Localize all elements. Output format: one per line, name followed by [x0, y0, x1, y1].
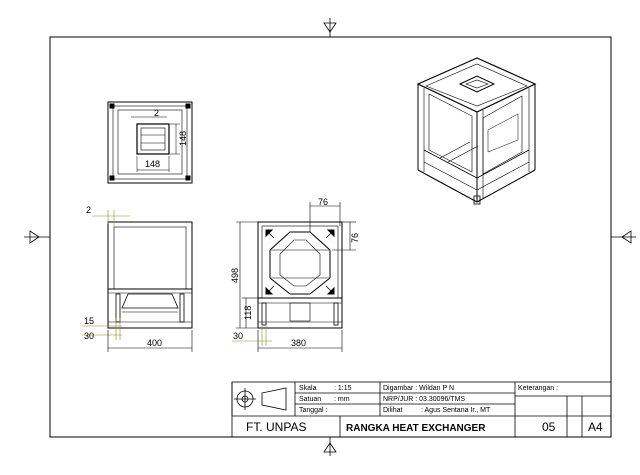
side-view-dim-15: 15 — [84, 316, 94, 326]
tb-paper: A4 — [588, 420, 603, 434]
side-view-dim-30: 30 — [84, 331, 94, 341]
tb-skala-value: : 1:15 — [334, 385, 352, 392]
center-mark-bottom — [323, 437, 337, 456]
front-view-dim-76-side: 76 — [350, 233, 360, 243]
side-view-width-dim — [107, 330, 193, 352]
front-view-dim-width: 380 — [291, 338, 306, 348]
front-view-dim-30: 30 — [233, 331, 243, 341]
front-view-olive-dims — [232, 326, 272, 346]
front-view-dim-height: 498 — [230, 268, 240, 283]
tb-number: 05 — [542, 420, 556, 434]
tb-skala-label: Skala — [299, 385, 317, 392]
tb-tanggal-label: Tanggal : — [299, 407, 327, 414]
side-view-dimensions — [82, 210, 130, 340]
top-view — [107, 101, 193, 184]
front-view-dim-76-top: 76 — [318, 197, 328, 207]
tb-satuan-value: : mm — [334, 396, 350, 403]
side-view — [107, 221, 193, 329]
center-mark-right — [611, 230, 636, 244]
side-view-dim-thickness: 2 — [86, 205, 91, 215]
tb-satuan-label: Satuan — [299, 396, 321, 403]
tb-dilihat-label: Dilihat — [383, 407, 403, 414]
top-view-dim-height: 148 — [178, 131, 188, 146]
center-mark-top — [323, 18, 337, 37]
drawing-border — [49, 36, 612, 438]
tb-institution: FT. UNPAS — [246, 420, 306, 434]
projection-symbol — [234, 387, 287, 411]
center-mark-left — [24, 230, 50, 244]
front-view-dimensions — [236, 202, 356, 352]
tb-digambar: Digambar : Wildan P N — [383, 385, 454, 392]
tb-keterangan: Keterangan : — [518, 385, 558, 392]
title-block — [231, 381, 612, 438]
front-view-dim-118: 118 — [243, 306, 253, 320]
tb-dilihat-value: : Agus Sentana Ir., MT — [421, 407, 491, 414]
tb-nrp: NRP/JUR : 03.30096/TMS — [383, 396, 465, 403]
front-view — [257, 221, 343, 329]
top-view-dim-width: 148 — [145, 159, 160, 169]
side-view-dim-width: 400 — [147, 338, 162, 348]
isometric-view — [416, 57, 537, 205]
centering-marks — [24, 18, 636, 456]
tb-title: RANGKA HEAT EXCHANGER — [346, 423, 486, 434]
top-view-dim-gap: 2 — [154, 108, 159, 118]
